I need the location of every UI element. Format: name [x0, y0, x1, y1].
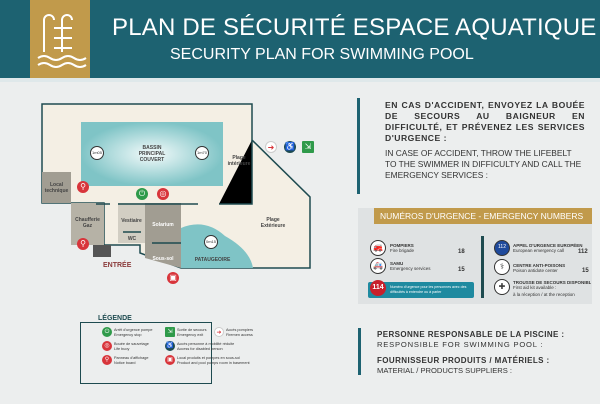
- life-buoy-icon: ◎: [102, 341, 112, 351]
- emergency-exit-icon: ⇲: [165, 327, 175, 337]
- first-aid-kit-icon: ✚: [494, 279, 510, 295]
- firemen-access-icon: ➜: [214, 327, 224, 337]
- instructions-fr: En cas d'accident, envoyez la bouée de s…: [385, 100, 585, 143]
- wheelchair-icon: ♿: [165, 341, 175, 351]
- poison-icon: ⚕: [494, 259, 510, 275]
- label-en: Fire brigade: [390, 248, 415, 253]
- accent-bar: [357, 98, 360, 194]
- sms-114-number: 114: [370, 280, 386, 296]
- ambulance-icon: 🚑: [370, 258, 386, 274]
- basement-pump-room-icon: ▣: [167, 272, 179, 284]
- label-fr: SAMU: [390, 261, 404, 266]
- room-pataugeoire: PATAUGEOIRE: [194, 257, 231, 263]
- depth-marker-shallow: 1m05: [90, 146, 104, 160]
- label-fr: TROUSSE DE SECOURS DISPONIBLE: [513, 280, 591, 285]
- label-fr: POMPIERS: [390, 243, 414, 248]
- instructions: En cas d'accident, envoyez la bouée de s…: [385, 100, 585, 181]
- pool-label: BASSIN PRINCIPAL COUVERT: [138, 145, 166, 163]
- fire-truck-icon: 🚒: [370, 240, 386, 256]
- room-sous-sol: Sous-sol: [152, 256, 174, 262]
- label-fr: APPEL D'URGENCE EUROPÉEN: [513, 243, 583, 248]
- floor-plan: [41, 103, 311, 269]
- supplier-en: Material / products suppliers :: [377, 366, 513, 375]
- emergency-stop-icon: ⏻: [102, 327, 112, 337]
- label-en: Poison antidote center: [513, 268, 558, 273]
- pool-ladder-icon: [30, 0, 90, 78]
- basement-pump-room-icon: ▣: [165, 355, 175, 365]
- area-plage-interieure: Plage intérieure: [227, 155, 251, 167]
- emergency-stop-icon: ⏻: [136, 188, 148, 200]
- room-chaufferie: Chaufferie Gaz: [75, 217, 100, 229]
- depth-marker-deep: 1m70: [195, 146, 209, 160]
- room-solarium: Solarium: [152, 222, 174, 228]
- emergency-exit-icon: ⇲: [302, 141, 314, 153]
- accent-bar: [358, 328, 361, 375]
- contacts: Personne responsable de la piscine : Res…: [377, 330, 587, 376]
- divider: [481, 236, 484, 298]
- life-buoy-icon: ◎: [157, 188, 169, 200]
- room-local-technique: Local technique: [44, 182, 69, 194]
- notice-board-icon: ⚲: [77, 238, 89, 250]
- responsible-fr: Personne responsable de la piscine :: [377, 330, 565, 339]
- sms-114-box: [368, 282, 474, 298]
- instructions-en: In case of accident, throw the lifebelt …: [385, 148, 582, 180]
- title-fr: PLAN DE SÉCURITÉ ESPACE AQUATIQUE: [112, 14, 597, 41]
- firemen-access-icon: ➜: [265, 141, 277, 153]
- sms-114-text: Numéro d'urgence pour les personnes avec…: [390, 285, 467, 294]
- responsible-en: Responsible for swimming pool :: [377, 340, 544, 349]
- poison-number: 15: [582, 268, 589, 274]
- title-en: SECURITY PLAN FOR SWIMMING POOL: [170, 46, 474, 63]
- fire-number: 18: [458, 249, 465, 255]
- supplier-fr: Fournisseur produits / matériels :: [377, 356, 550, 365]
- depth-marker-kiddie: 0m15: [204, 235, 218, 249]
- room-wc: WC: [127, 236, 137, 242]
- area-plage-exterieure: Plage Extérieure: [260, 217, 286, 229]
- samu-number: 15: [458, 267, 465, 273]
- legend-title: LÉGENDE: [94, 315, 136, 322]
- first-aid-location: à la réception / at the reception: [513, 292, 575, 297]
- notice-board-icon: ⚲: [77, 181, 89, 193]
- emergency-title: NUMÉROS D'URGENCE - EMERGENCY NUMBERS: [374, 208, 592, 224]
- label-fr: CENTRE ANTI-POISONS: [513, 263, 566, 268]
- label-en: First aid kit available :: [513, 285, 557, 290]
- notice-board-icon: ⚲: [102, 355, 112, 365]
- eu-112-icon: 112: [494, 240, 510, 256]
- eu-number: 112: [578, 249, 588, 255]
- legend-box: [80, 322, 212, 384]
- wheelchair-icon: ♿: [284, 141, 296, 153]
- room-vestiaire: Vestiaire: [121, 218, 142, 224]
- label-en: European emergency call: [513, 248, 565, 253]
- divider: [0, 78, 600, 82]
- header-banner: [0, 0, 600, 78]
- entrance-label: ENTRÉE: [103, 262, 132, 269]
- label-en: Emergency services: [390, 266, 431, 271]
